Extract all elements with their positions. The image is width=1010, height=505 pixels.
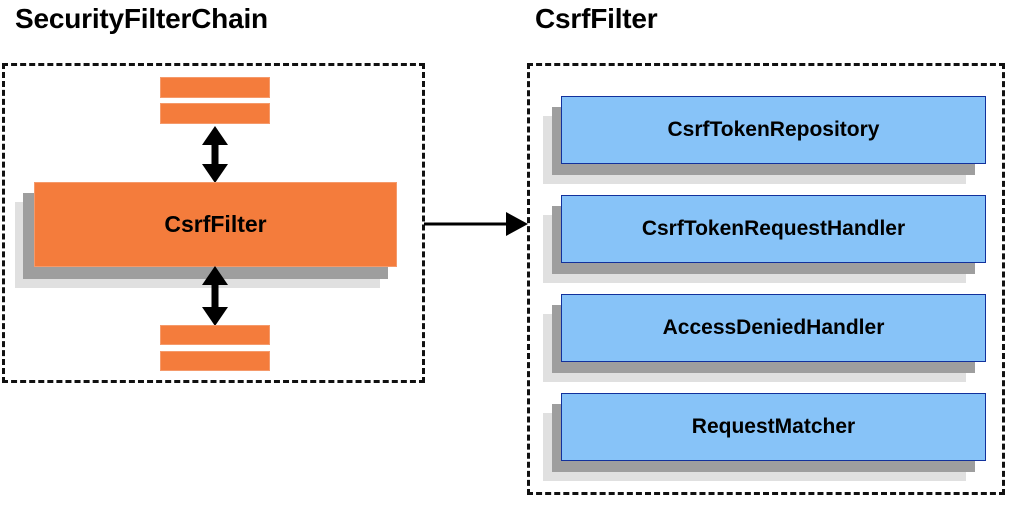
card-face: CsrfTokenRepository <box>561 96 986 164</box>
collaborator-label: RequestMatcher <box>691 415 856 438</box>
collaborator-csrf-token-repository[interactable]: CsrfTokenRepository <box>543 96 988 184</box>
collaborator-request-matcher[interactable]: RequestMatcher <box>543 393 988 481</box>
card-face: CsrfTokenRequestHandler <box>561 195 986 263</box>
arrow-above-to-csrf <box>198 126 232 183</box>
collaborator-label: AccessDeniedHandler <box>662 316 885 339</box>
panel-security-filter-chain <box>2 63 425 383</box>
card-face: RequestMatcher <box>561 393 986 461</box>
collaborator-csrf-token-request-handler[interactable]: CsrfTokenRequestHandler <box>543 195 988 283</box>
filter-bar-above-2 <box>160 103 270 124</box>
panel-title-csrf-filter: CsrfFilter <box>535 3 658 34</box>
filter-bar-below-2 <box>160 351 270 371</box>
card-face: AccessDeniedHandler <box>561 294 986 362</box>
filter-bar-above-1 <box>160 77 270 98</box>
card-face: CsrfFilter <box>34 182 397 267</box>
collaborator-label: CsrfTokenRepository <box>667 118 880 141</box>
panel-csrf-filter <box>527 63 1005 495</box>
component-label: CsrfFilter <box>164 211 267 237</box>
filter-bar-below-1 <box>160 325 270 345</box>
collaborator-label: CsrfTokenRequestHandler <box>641 217 906 240</box>
arrow-csrf-to-below <box>198 266 232 326</box>
panel-title-security-filter-chain: SecurityFilterChain <box>15 3 268 34</box>
collaborator-access-denied-handler[interactable]: AccessDeniedHandler <box>543 294 988 382</box>
arrow-chain-to-csrf-filter <box>424 212 528 236</box>
